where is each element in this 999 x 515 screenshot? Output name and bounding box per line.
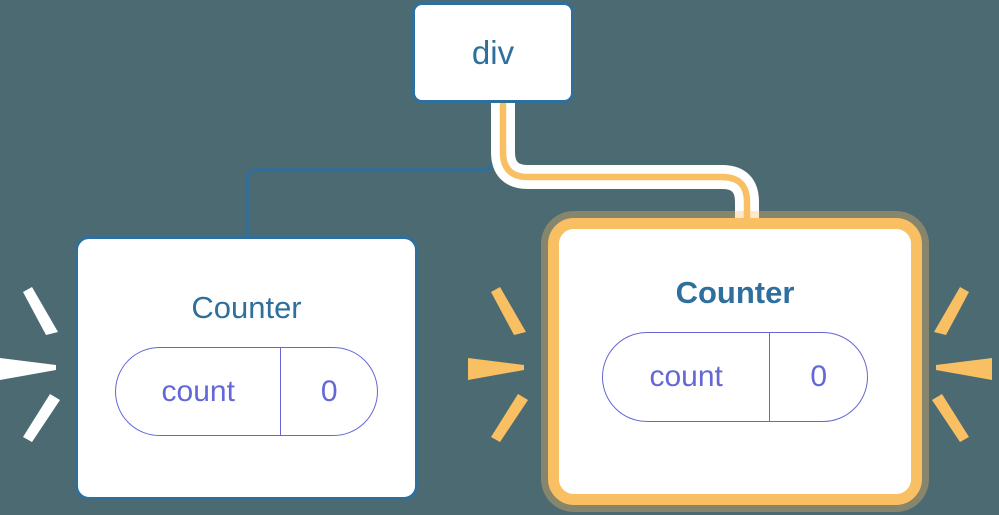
counter-left-state-key: count (161, 374, 235, 408)
node-counter-right-highlight-ring: Counter count 0 (548, 218, 922, 505)
counter-right-title: Counter (675, 275, 795, 310)
counter-left-state-value: 0 (280, 348, 377, 435)
node-div[interactable]: div (412, 2, 574, 103)
edge-div-to-right-counter-halo (491, 103, 759, 232)
counter-right-state-value: 0 (769, 333, 867, 421)
node-div-label: div (471, 34, 515, 71)
edge-div-to-left-counter (245, 101, 495, 238)
counter-left-state-capsule: count 0 (115, 347, 378, 436)
counter-left-title: Counter (191, 290, 302, 325)
node-counter-right[interactable]: Counter count 0 (559, 229, 911, 494)
edge-div-to-right-counter (499, 103, 751, 232)
node-counter-left[interactable]: Counter count 0 (75, 236, 418, 500)
counter-right-state-capsule: count 0 (602, 332, 868, 422)
counter-right-state-key: count (649, 360, 723, 393)
